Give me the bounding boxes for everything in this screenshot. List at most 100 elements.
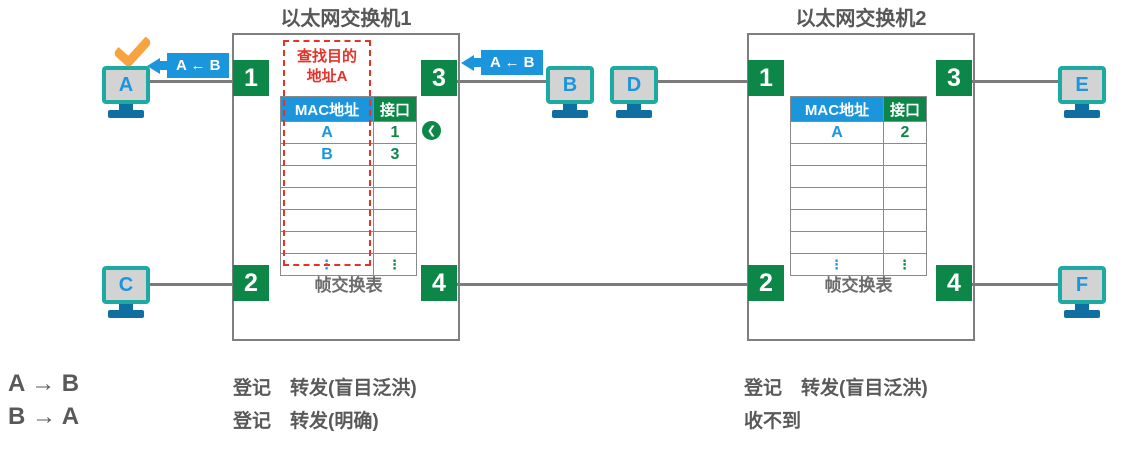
return-arrow-icon: ❮ (422, 121, 441, 140)
computer-monitor-icon: D (610, 66, 658, 104)
link-hostB-sw1port3 (456, 80, 550, 83)
computer-monitor-icon: F (1058, 266, 1106, 304)
ellipsis-cell: ⋮ (373, 253, 417, 276)
lookup-note-line1: 查找目的 (296, 48, 357, 65)
host-f: F (1058, 266, 1106, 318)
left-arrow-icon (147, 57, 160, 74)
monitor-base (616, 110, 652, 118)
scenario-a-to-b: A → B (8, 370, 80, 397)
monitor-base (108, 310, 144, 318)
computer-monitor-icon: A (102, 66, 150, 104)
table-row (790, 231, 927, 254)
monitor-base (1064, 310, 1100, 318)
table-row (790, 165, 927, 188)
ellipsis-cell: ⋮ (883, 253, 927, 276)
frame-label-text: A ← B (167, 53, 230, 78)
table-row (280, 209, 417, 232)
monitor-stand (563, 104, 577, 110)
left-arrow-icon (461, 54, 474, 71)
mac-cell: A (790, 121, 884, 144)
monitor-base (108, 110, 144, 118)
host-label: C (118, 273, 134, 296)
switch2-port-1: 1 (748, 60, 784, 96)
left-arrow-icon (160, 61, 167, 70)
scenario-b-to-a: B → A (8, 403, 80, 430)
switch2-result-row1: 登记 转发(盲目泛洪) (744, 378, 928, 399)
computer-monitor-icon: E (1058, 66, 1106, 104)
port-cell (373, 187, 417, 210)
port-cell (883, 143, 927, 166)
monitor-base (552, 110, 588, 118)
host-c: C (102, 266, 150, 318)
mac-address-header: MAC地址 (790, 96, 884, 122)
table-row: A 2 (790, 121, 927, 144)
switch1-port-3: 3 (421, 60, 457, 96)
link-hostD-sw2port1 (656, 80, 752, 83)
link-sw1port4-sw2port2 (456, 283, 752, 286)
port-cell: 3 (373, 143, 417, 166)
table-row (280, 187, 417, 210)
port-cell (883, 209, 927, 232)
lookup-note-line2: 地址A (306, 68, 348, 85)
port-cell (883, 231, 927, 254)
port-cell: 2 (883, 121, 927, 144)
switch1-port-2: 2 (233, 265, 269, 301)
lookup-note: 查找目的 地址A (283, 47, 371, 87)
link-hostE-sw2port3 (971, 80, 1060, 83)
mac-cell (790, 209, 884, 232)
switch1-port-4: 4 (421, 265, 457, 301)
mac-cell (790, 231, 884, 254)
port-cell (883, 165, 927, 188)
monitor-stand (119, 304, 133, 310)
mac-cell (790, 143, 884, 166)
frame-label-a-from-b: A ← B (147, 53, 230, 78)
frame-label-a-from-b: A ← B (461, 50, 544, 75)
computer-monitor-icon: B (546, 66, 594, 104)
computer-monitor-icon: C (102, 266, 150, 304)
switch1-forwarding-table: MAC地址 接口 A 1 B 3 ⋮ ⋮ (280, 96, 417, 276)
table-row: ⋮ ⋮ (790, 253, 927, 276)
switch2-title: 以太网交换机2 (795, 8, 927, 30)
switch2-port-2: 2 (748, 265, 784, 301)
table-row (790, 209, 927, 232)
port-header: 接口 (883, 96, 927, 122)
host-label: E (1075, 73, 1089, 96)
table-row: ⋮ ⋮ (280, 253, 417, 276)
switch2-result-row2: 收不到 (744, 411, 802, 432)
host-label: F (1075, 273, 1089, 296)
monitor-base (1064, 110, 1100, 118)
table-row (790, 187, 927, 210)
port-header: 接口 (373, 96, 417, 122)
switch1-port-1: 1 (233, 60, 269, 96)
switch2-table-caption: 帧交换表 (824, 276, 893, 295)
host-a: A (102, 66, 150, 118)
table-header-row: MAC地址 接口 (790, 96, 927, 122)
host-d: D (610, 66, 658, 118)
port-cell (373, 165, 417, 188)
switch1-result-row1: 登记 转发(盲目泛洪) (233, 378, 417, 399)
port-cell: 1 (373, 121, 417, 144)
port-cell (373, 231, 417, 254)
switch1-table-caption: 帧交换表 (314, 276, 383, 295)
host-label: A (118, 73, 134, 96)
port-cell (883, 187, 927, 210)
left-arrow-icon (474, 58, 481, 67)
monitor-stand (1075, 104, 1089, 110)
monitor-stand (1075, 304, 1089, 310)
switch1-result-row2: 登记 转发(明确) (233, 411, 379, 432)
switch2-port-3: 3 (936, 60, 972, 96)
switch2-forwarding-table: MAC地址 接口 A 2 ⋮ ⋮ (790, 96, 927, 276)
link-hostC-sw1port2 (146, 283, 238, 286)
mac-cell (790, 187, 884, 210)
frame-label-text: A ← B (481, 50, 544, 75)
host-label: D (626, 73, 642, 96)
link-hostF-sw2port4 (971, 283, 1060, 286)
host-e: E (1058, 66, 1106, 118)
monitor-stand (119, 104, 133, 110)
port-cell (373, 209, 417, 232)
mac-cell (790, 165, 884, 188)
lookup-highlight-box (283, 40, 371, 266)
host-b: B (546, 66, 594, 118)
table-row: A 1 (280, 121, 417, 144)
table-row (790, 143, 927, 166)
